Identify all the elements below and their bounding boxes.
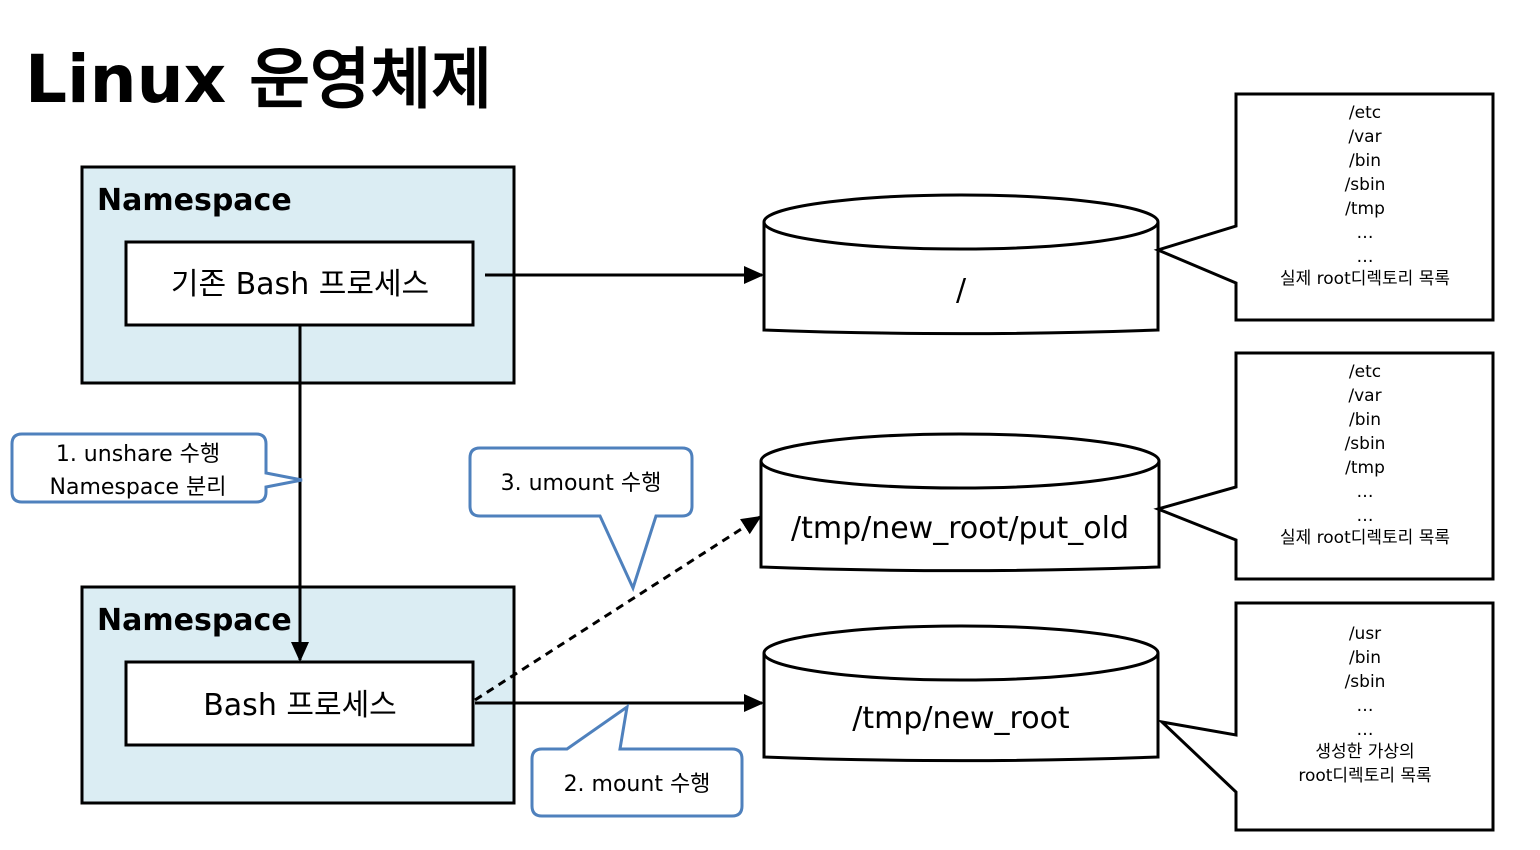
process-bash-box — [124, 660, 475, 747]
note-1-line-7: 실제 root디렉토리 목록 — [1280, 269, 1450, 289]
note-2-line-6: … — [1357, 506, 1374, 526]
note-3-line-2: /sbin — [1345, 672, 1386, 692]
note-1-line-2: /bin — [1349, 151, 1381, 171]
note-3-line-0: /usr — [1349, 624, 1381, 644]
note-2-line-7: 실제 root디렉토리 목록 — [1280, 528, 1450, 548]
disk-root-label: / — [956, 273, 967, 308]
note-3-line-1: /bin — [1349, 648, 1381, 668]
note-3-line-5: 생성한 가상의 — [1315, 742, 1414, 762]
callout-unshare-line2: Namespace 분리 — [50, 475, 227, 500]
note-1-line-0: /etc — [1349, 103, 1381, 123]
callout-umount: 3. umount 수행 — [468, 446, 694, 593]
disk-root: / — [762, 193, 1160, 336]
note-2-line-5: … — [1357, 482, 1374, 502]
note-real-root-2: /etc /var /bin /sbin /tmp … … 실제 root디렉토… — [1153, 351, 1495, 581]
note-2-line-0: /etc — [1349, 362, 1381, 382]
note-1-line-3: /sbin — [1345, 175, 1386, 195]
note-1-line-6: … — [1357, 247, 1374, 267]
disk-put-old-label: /tmp/new_root/put_old — [791, 511, 1129, 546]
namespace-bottom-label: Namespace — [97, 603, 292, 638]
note-2-line-2: /bin — [1349, 410, 1381, 430]
callout-mount-text: 2. mount 수행 — [564, 772, 711, 797]
disk-new-root: /tmp/new_root — [762, 624, 1160, 763]
note-3-line-6: root디렉토리 목록 — [1298, 766, 1431, 786]
namespace-top-label: Namespace — [97, 183, 292, 218]
note-1-line-4: /tmp — [1345, 199, 1385, 219]
callout-umount-text: 3. umount 수행 — [501, 471, 662, 496]
namespace-bottom: Namespace Bash 프로세스 — [80, 585, 516, 805]
process-existing-bash-box — [124, 240, 475, 327]
arrow-dashed-to-put-old — [474, 515, 762, 702]
process-existing-bash-label: 기존 Bash 프로세스 — [171, 267, 429, 302]
note-3-line-4: … — [1357, 720, 1374, 740]
process-bash-label: Bash 프로세스 — [203, 688, 397, 723]
page-title: Linux 운영체제 — [25, 41, 492, 118]
note-1-line-1: /var — [1348, 127, 1381, 147]
disk-put-old: /tmp/new_root/put_old — [759, 432, 1161, 573]
note-1-line-5: … — [1357, 223, 1374, 243]
namespace-top: Namespace 기존 Bash 프로세스 — [80, 165, 516, 385]
note-virtual-root: /usr /bin /sbin … … 생성한 가상의 root디렉토리 목록 — [1157, 601, 1495, 832]
callout-unshare-line1: 1. unshare 수행 — [56, 442, 220, 467]
callout-mount: 2. mount 수행 — [530, 703, 744, 818]
callout-unshare: 1. unshare 수행 Namespace 분리 — [10, 432, 303, 504]
note-2-line-3: /sbin — [1345, 434, 1386, 454]
disk-new-root-label: /tmp/new_root — [852, 701, 1070, 736]
note-3-line-3: … — [1357, 696, 1374, 716]
note-real-root-1: /etc /var /bin /sbin /tmp … … 실제 root디렉토… — [1153, 92, 1495, 322]
note-2-line-1: /var — [1348, 386, 1381, 406]
note-2-line-4: /tmp — [1345, 458, 1385, 478]
